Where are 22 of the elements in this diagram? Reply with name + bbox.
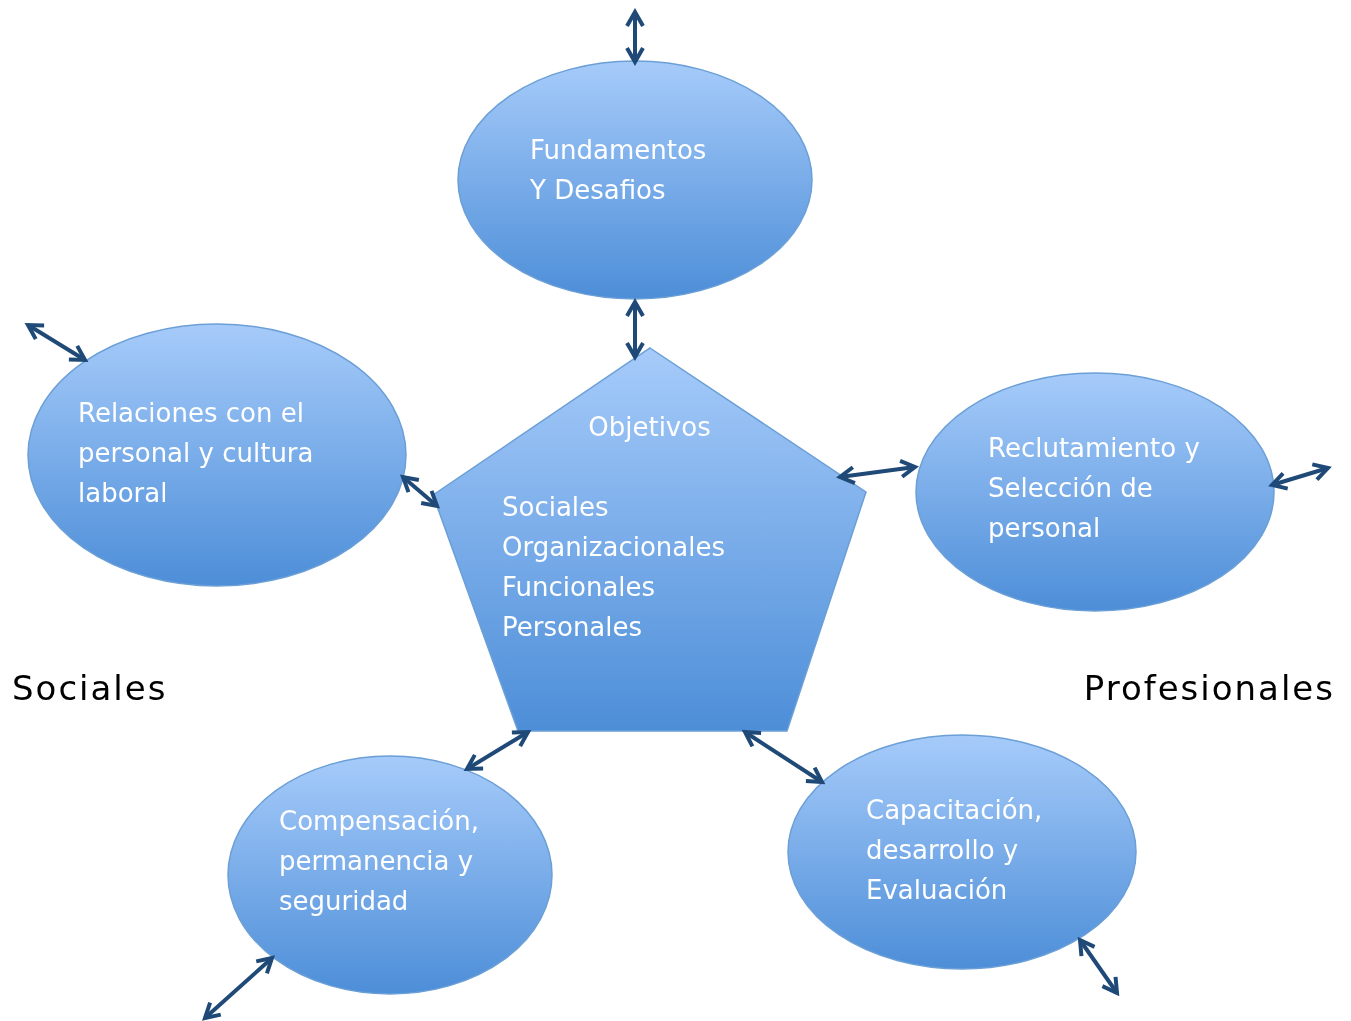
heading-text: Objetivos (587, 411, 712, 444)
double-arrow (625, 300, 645, 359)
side-label: Profesionales (1083, 668, 1335, 708)
double-arrow (26, 323, 87, 362)
double-arrow (401, 475, 439, 508)
node-text: Compensación, permanencia y seguridad (279, 805, 480, 918)
double-arrow (625, 10, 645, 64)
node-text: Relaciones con el personal y cultura laboral (78, 397, 315, 510)
double-arrow (838, 458, 917, 486)
node-text: Funcionales (502, 571, 657, 604)
double-arrow (465, 730, 530, 771)
node-text: Sociales (502, 491, 610, 524)
double-arrow (1270, 462, 1330, 491)
double-arrow (743, 730, 824, 784)
node-text: Fundamentos Y Desafios (530, 134, 708, 207)
double-arrow (1078, 938, 1119, 995)
node-text: Capacitación, desarrollo y Evaluación (866, 794, 1044, 907)
node-text: Personales (502, 611, 644, 644)
side-label: Sociales (12, 668, 168, 708)
node-text: Organizacionales (502, 531, 727, 564)
double-arrow (203, 956, 274, 1020)
node-text: Reclutamiento y Selección de personal (988, 432, 1201, 545)
